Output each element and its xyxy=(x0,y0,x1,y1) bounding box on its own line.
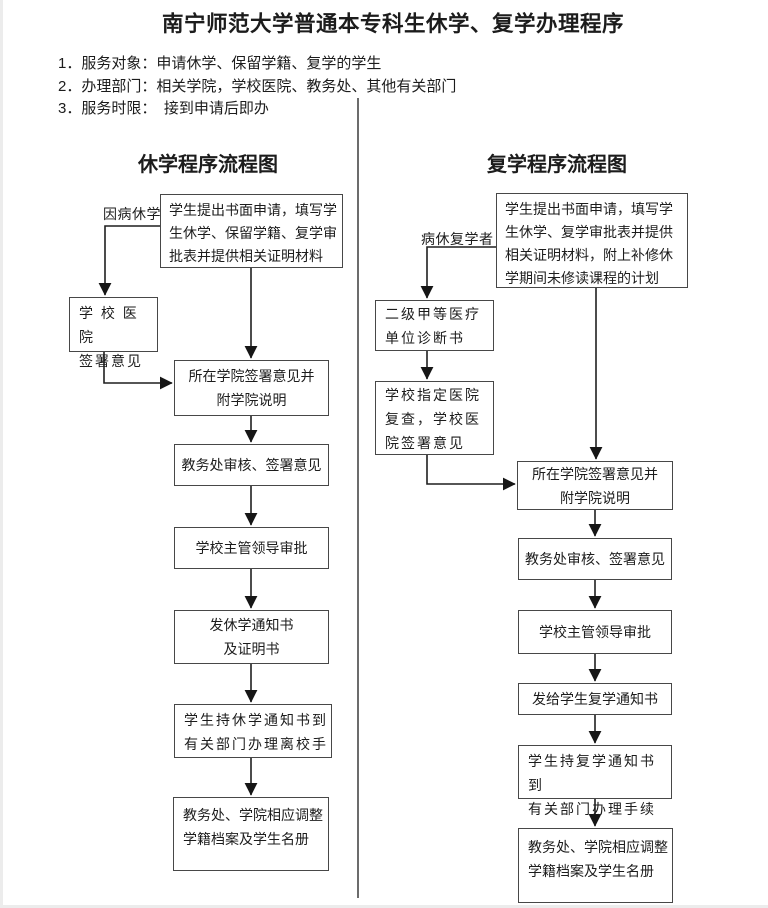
note-service-target: 1．服务对象：申请休学、保留学籍、复学的学生 xyxy=(58,55,382,72)
resume-step-diagnosis-box: 二级甲等医疗 单位诊断书 xyxy=(375,300,494,351)
resume-step-academic-office-box: 教务处审核、签署意见 xyxy=(518,538,672,580)
note-handling-departments: 2．办理部门：相关学院，学校医院、教务处、其他有关部门 xyxy=(58,77,457,95)
suspend-step-college-box: 所在学院签署意见并 附学院说明 xyxy=(174,360,329,416)
resume-flow-title: 复学程序流程图 xyxy=(487,154,627,176)
resume-step-apply-box: 学生提出书面申请，填写学 生休学、复学审批表并提供 相关证明材料，附上补修休 学… xyxy=(496,193,688,288)
resume-step-leader-approval-box: 学校主管领导审批 xyxy=(518,610,672,654)
suspend-step-academic-office-box: 教务处审核、签署意见 xyxy=(174,444,329,486)
suspend-step-leader-approval-box: 学校主管领导审批 xyxy=(174,527,329,569)
resume-step-adjust-records-box: 教务处、学院相应调整 学籍档案及学生名册 xyxy=(518,828,673,903)
resume-step-notice-box: 发给学生复学通知书 xyxy=(518,683,672,715)
suspend-branch-label: 因病休学 xyxy=(103,206,161,222)
resume-step-college-box: 所在学院签署意见并 附学院说明 xyxy=(517,461,673,510)
page-title: 南宁师范大学普通本专科生休学、复学办理程序 xyxy=(161,12,624,36)
resume-step-recheck-box: 学校指定医院 复查，学校医 院签署意见 xyxy=(375,381,494,455)
suspend-step-apply-box: 学生提出书面申请，填写学 生休学、保留学籍、复学审 批表并提供相关证明材料 xyxy=(160,194,343,268)
suspend-step-hospital-box: 学 校 医 院 签署意见 xyxy=(69,297,158,369)
suspend-step-adjust-records-box: 教务处、学院相应调整 学籍档案及学生名册 xyxy=(173,797,329,871)
resume-branch-label: 病休复学者 xyxy=(421,231,494,247)
note-service-time-limit: 3．服务时限： 接到申请后即办 xyxy=(58,100,269,117)
suspend-flow-title: 休学程序流程图 xyxy=(138,154,278,176)
suspend-step-leave-procedures-box: 学生持休学通知书到 有关部门办理离校手 xyxy=(174,704,332,758)
resume-step-return-procedures-box: 学生持复学通知书到 有关部门办理手续 xyxy=(518,745,672,817)
notes-list: 1．服务对象：申请休学、保留学籍、复学的学生 2．办理部门：相关学院，学校医院、… xyxy=(58,53,498,121)
suspend-step-notice-box: 发休学通知书 及证明书 xyxy=(174,610,329,664)
